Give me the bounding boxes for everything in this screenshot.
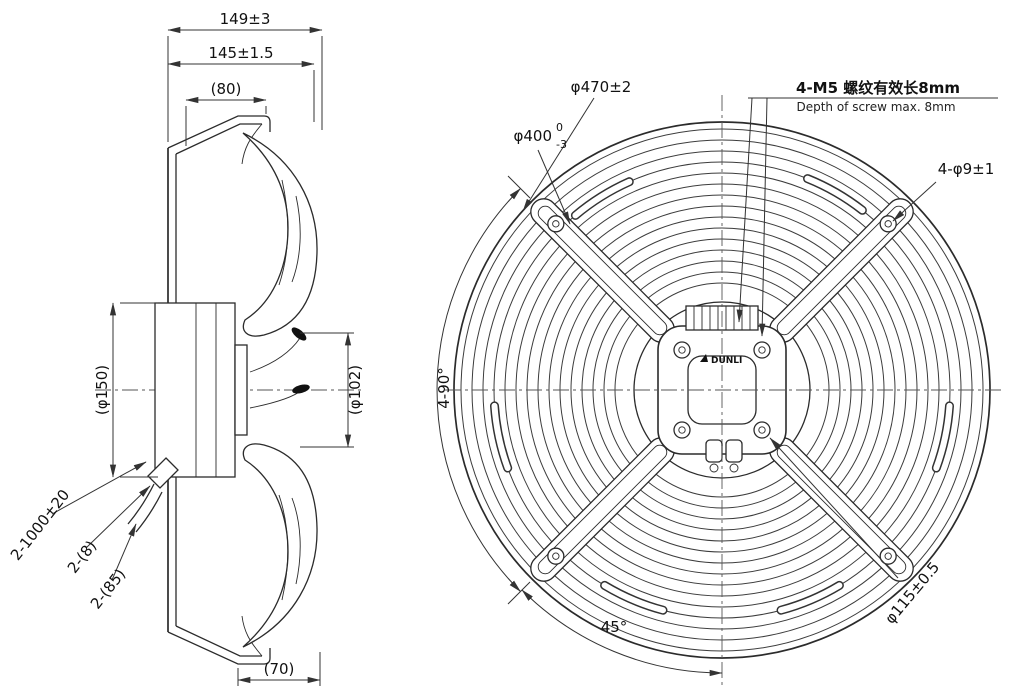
dim-hole: 4-φ9±1 (938, 160, 995, 178)
dim-bolt-circle-tol-bottom: -3 (556, 138, 567, 151)
support-arm-lower-right (769, 437, 914, 582)
support-arm-upper-left (530, 198, 675, 343)
brand-logo-text: DUNLI (711, 356, 742, 366)
note-m5-en: Depth of screw max. 8mm (796, 100, 955, 114)
dim-depth-overall: 149±3 (220, 10, 271, 28)
dim-inner-diameter: (φ102) (346, 365, 364, 415)
support-arm-upper-right (769, 198, 914, 343)
dim-inlet: (80) (211, 80, 242, 98)
dim-cable-length: 2-1000±20 (7, 486, 73, 564)
dim-outer-diameter: φ470±2 (571, 78, 632, 96)
side-view-drawing (95, 115, 365, 665)
support-arm-lower-left (530, 437, 675, 582)
dim-depth-flange: 145±1.5 (208, 44, 273, 62)
dim-hub-diameter: (φ150) (93, 365, 111, 415)
dim-bolt-circle: φ400 (513, 127, 552, 145)
brand-logo: DUNLI (700, 354, 742, 366)
dim-cable-85: 2-(85) (87, 565, 129, 612)
dim-bolt-circle-tol-top: 0 (556, 121, 563, 134)
connector (705, 439, 743, 473)
dim-angle-90: 4-90° (435, 367, 453, 409)
note-m5-cn: 4-M5 螺纹有效长8mm (796, 79, 960, 97)
dim-cable-8: 2-(8) (64, 537, 100, 577)
front-view-dimensions: φ470±2 φ400 0 -3 4-M5 螺纹有效长8mm Depth of … (435, 78, 998, 677)
dim-angle-45: 45° (601, 618, 628, 636)
front-view-drawing: DUNLI (445, 95, 1002, 688)
dim-bottom: (70) (264, 660, 295, 678)
